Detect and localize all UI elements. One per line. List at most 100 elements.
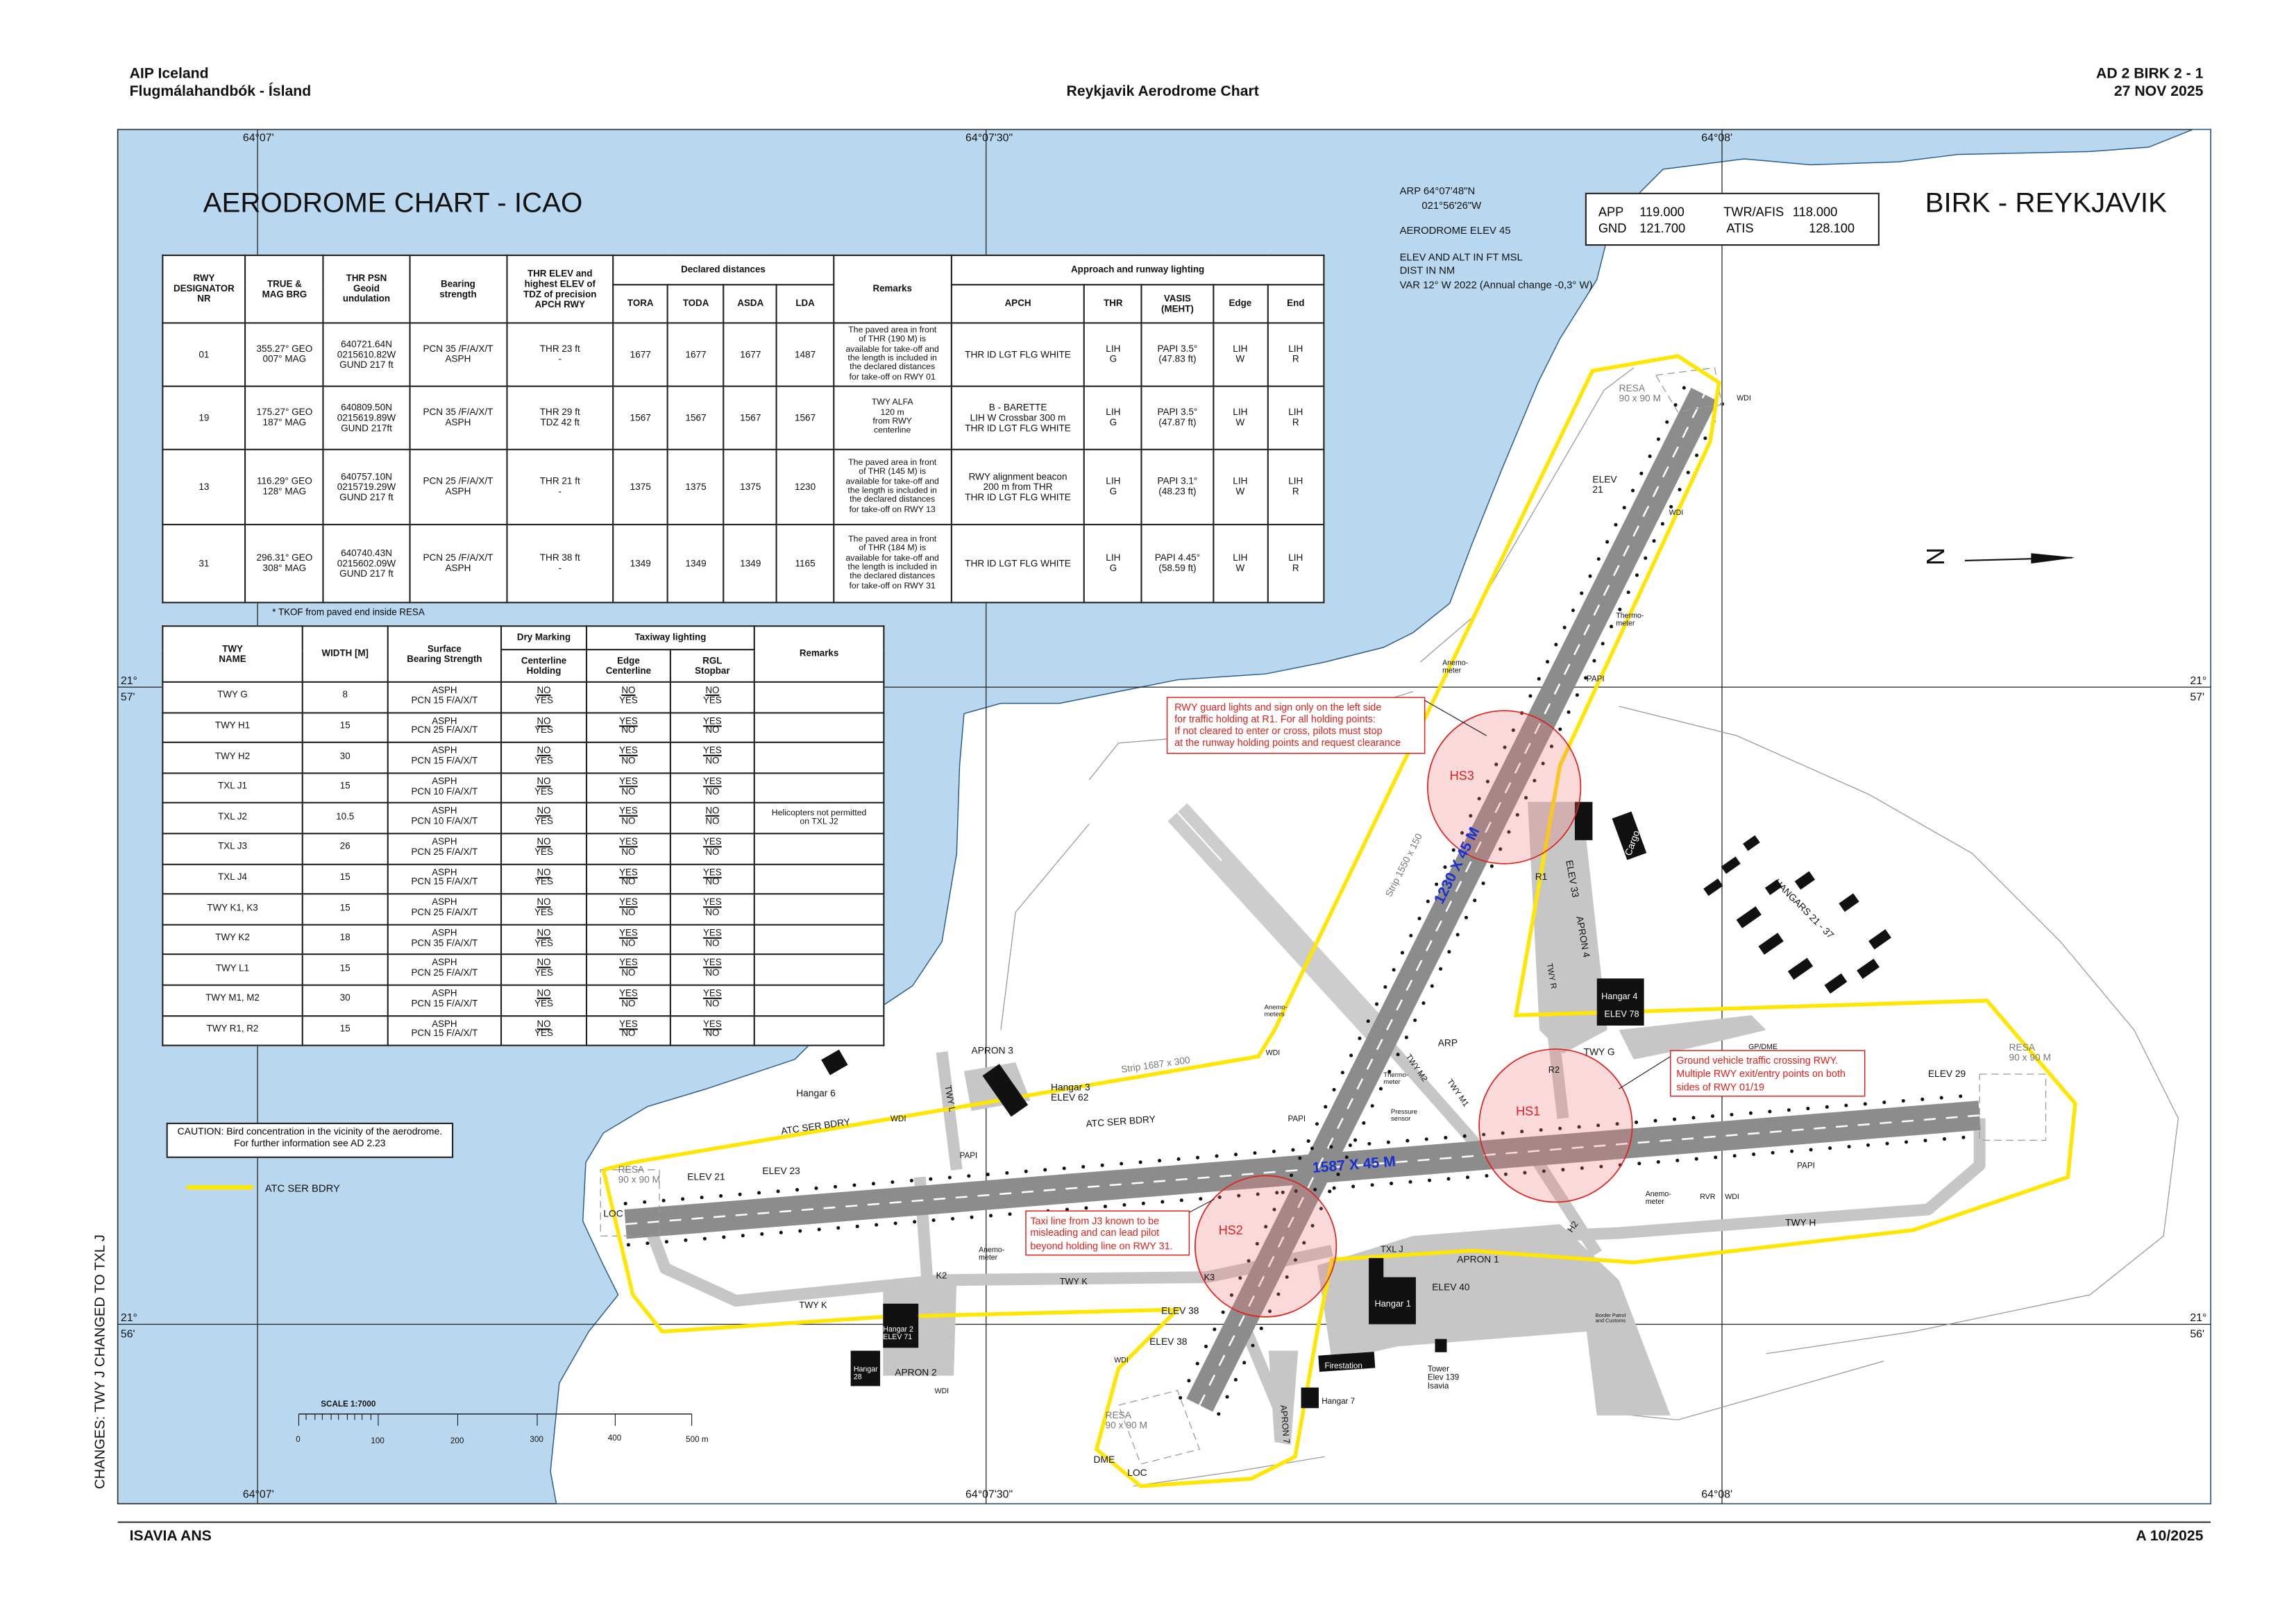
cell-name: TXL J4	[162, 863, 303, 895]
twy-h	[1471, 1118, 1986, 1245]
col-toda: TODA	[667, 284, 725, 324]
label-line: RESA	[2009, 1042, 2035, 1053]
cell-tora: 1567	[612, 385, 669, 450]
cell-tora: 1677	[612, 322, 669, 387]
cell-thr-psn: 640757.10N 0215719.29W GUND 217 ft	[323, 448, 410, 526]
cell-end: LIH R	[1267, 448, 1325, 526]
cell-surface: ASPH PCN 15 F/A/X/T	[387, 984, 503, 1017]
edge-bottom-value: NO	[621, 756, 636, 767]
label-line: Hangar	[854, 1365, 878, 1373]
note-line: at the runway holding points and request…	[1174, 738, 1401, 749]
cell-bearing: PCN 35 /F/A/X/T ASPH	[408, 322, 508, 387]
arp-latitude: ARP 64°07'48"N	[1400, 186, 1476, 197]
scale-tick-label: 200	[450, 1436, 464, 1445]
col-lda: LDA	[776, 284, 834, 324]
cell-designator: 31	[162, 523, 246, 604]
map-label-wdi-4: WDI	[1114, 1357, 1129, 1365]
map-label-elev-38a: ELEV 38	[1161, 1306, 1199, 1316]
label-line: Anemo-	[1442, 658, 1469, 667]
label-line: Hangar 3	[1051, 1082, 1090, 1092]
cell-thr-elev: THR 38 ft -	[506, 523, 614, 604]
col-strength: Bearing strength	[408, 254, 508, 324]
label-line: RESA	[1106, 1410, 1132, 1420]
cell-width: 26	[301, 833, 389, 865]
cell-remarks	[753, 893, 885, 926]
cargo-building	[1612, 811, 1647, 860]
cell-remarks	[753, 742, 885, 774]
label-line: Border Patrol	[1596, 1312, 1626, 1318]
freq-value-app: 119.000	[1639, 204, 1685, 219]
dry-bottom-value: YES	[534, 695, 553, 706]
apron-gp	[1619, 1015, 1766, 1060]
col-dry-marking: Dry Marking	[500, 625, 588, 651]
label-line: K3	[1204, 1272, 1215, 1282]
cell-end: LIH R	[1267, 523, 1325, 604]
map-label-rvr: RVR	[1700, 1193, 1716, 1201]
label-line: WDI	[1114, 1357, 1129, 1365]
twy-h2	[1533, 1159, 1602, 1257]
cell-name: TXL J2	[162, 802, 303, 835]
col-lighting: Approach and runway lighting	[950, 254, 1325, 286]
map-label-wdi-2: WDI	[1669, 509, 1684, 517]
label-line: APRON 1	[1457, 1254, 1499, 1264]
edge-bottom-value: NO	[621, 726, 636, 737]
label-line: Hangar 7	[1322, 1397, 1355, 1406]
map-label-anemometer-3: Anemo-meter	[979, 1246, 1005, 1262]
fence-lines	[1000, 367, 2179, 1487]
cell-name: TWY K2	[162, 924, 303, 955]
map-label-k3: K3	[1204, 1272, 1215, 1282]
hotspot-note-hs2: Taxi line from J3 known to be misleading…	[1025, 1198, 1215, 1256]
label-line: Elev 139	[1428, 1373, 1459, 1382]
aip-subtitle: Flugmálahandbók - Ísland	[129, 83, 312, 101]
map-label-anemometer-2: Anemo-meter	[1646, 1190, 1672, 1206]
col-designator: RWY DESIGNATOR NR	[162, 254, 246, 324]
label-line: LOC	[603, 1209, 623, 1219]
label-line: ELEV 21	[687, 1172, 725, 1182]
dry-bottom-value: YES	[534, 968, 553, 979]
freq-label-atis: ATIS	[1726, 221, 1754, 236]
legend-boundary-label: ATC SER BDRY	[265, 1184, 340, 1195]
cell-thr: LIH G	[1083, 385, 1143, 450]
label-line: ELEV 40	[1432, 1282, 1470, 1293]
note-line: RWY guard lights and sign only on the le…	[1174, 702, 1381, 713]
map-label-thermometer-1: Thermo-meter	[1616, 612, 1644, 628]
cell-thr-elev: THR 29 ft TDZ 42 ft	[506, 385, 614, 450]
label-line: Isavia	[1428, 1382, 1449, 1391]
map-label-thermometer-2: Thermo-meter	[1383, 1071, 1408, 1086]
cell-end: LIH R	[1267, 385, 1325, 450]
chart-name: Reykjavik Aerodrome Chart	[1066, 83, 1259, 101]
cell-surface: ASPH PCN 10 F/A/X/T	[387, 802, 503, 835]
cell-thr: LIH G	[1083, 322, 1143, 387]
label-line: WDI	[1266, 1048, 1281, 1057]
hangar-1-building	[1369, 1277, 1416, 1325]
label-line: GP/DME	[1748, 1043, 1778, 1051]
rgl-bottom-value: NO	[705, 1028, 720, 1039]
apron-7	[1268, 1350, 1299, 1445]
cell-edge: LIH W	[1212, 322, 1269, 387]
land-area	[550, 128, 2211, 1504]
map-label-papi-1: PAPI	[1587, 674, 1605, 683]
map-label-atc-bdry-2: ATC SER BDRY	[1086, 1114, 1156, 1129]
map-label-wdi-3: WDI	[1725, 1193, 1739, 1201]
label-line: WDI	[1669, 509, 1684, 517]
freq-value-atis: 128.100	[1809, 221, 1855, 236]
cell-thr-psn: 640740.43N 0215602.09W GUND 217 ft	[323, 523, 410, 604]
edge-bottom-value: NO	[621, 999, 636, 1010]
cell-remarks	[753, 711, 885, 744]
map-label-wdi-7: WDI	[1266, 1048, 1281, 1057]
hangar-6-building	[821, 1049, 848, 1076]
freq-label-twr: TWR/AFIS	[1723, 204, 1784, 219]
hangars-21-37	[1703, 835, 1891, 994]
map-label-twy-l: TWY L	[943, 1085, 957, 1113]
cell-edge: LIH W	[1212, 385, 1269, 450]
col-twy-remarks: Remarks	[753, 625, 885, 683]
